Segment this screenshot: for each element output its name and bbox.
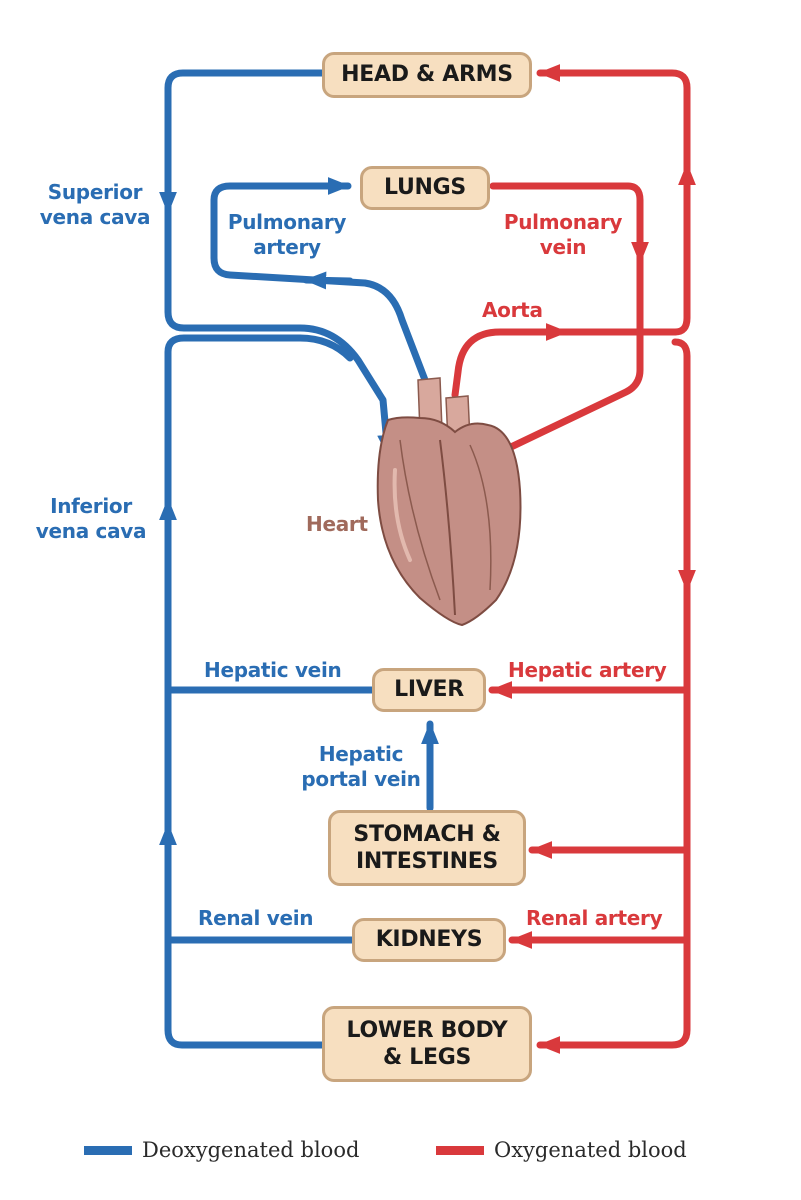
- superior-vena-cava-path: [164, 69, 396, 459]
- label-pulmonary-artery: Pulmonary artery: [218, 210, 356, 260]
- label-hepatic-portal-vein: Hepatic portal vein: [296, 742, 426, 792]
- label-hepatic-vein: Hepatic vein: [204, 658, 342, 683]
- label-inferior-line2: vena cava: [35, 519, 147, 543]
- organ-lower-body-legs: LOWER BODY & LEGS: [322, 1006, 532, 1082]
- inferior-vena-cava-path: [164, 334, 354, 1049]
- organ-stomach-label-line2: INTESTINES: [356, 849, 498, 874]
- artery-to-head-path: [536, 64, 691, 336]
- label-hepatic-portal-line1: Hepatic: [318, 742, 404, 766]
- legend-oxygenated: Oxygenated blood: [436, 1138, 687, 1162]
- label-hepatic-artery: Hepatic artery: [508, 658, 667, 683]
- organ-lungs-label: LUNGS: [384, 175, 466, 201]
- label-hepatic-artery-text: Hepatic artery: [508, 658, 667, 682]
- label-superior-vena-cava: Superior vena cava: [30, 180, 160, 230]
- label-pulmonary-vein-line2: vein: [539, 235, 587, 259]
- heart-illustration: [376, 377, 522, 627]
- label-superior-line2: vena cava: [39, 205, 151, 229]
- organ-lower-label-line2: & LEGS: [383, 1045, 471, 1070]
- label-heart: Heart: [306, 512, 368, 537]
- descending-aorta-path: [536, 338, 691, 1054]
- legend-deoxygenated-label: Deoxygenated blood: [142, 1138, 360, 1162]
- organ-lower-label-line1: LOWER BODY: [346, 1017, 508, 1043]
- label-renal-vein-text: Renal vein: [198, 906, 314, 930]
- legend-deoxygenated: Deoxygenated blood: [84, 1138, 359, 1162]
- pulmonary-vein-path: [484, 182, 644, 462]
- organ-head-arms-label: HEAD & ARMS: [341, 62, 513, 88]
- oxygenated-vessels: [451, 64, 696, 1054]
- label-heart-text: Heart: [306, 512, 368, 536]
- label-pulmonary-vein: Pulmonary vein: [494, 210, 632, 260]
- organ-head-arms: HEAD & ARMS: [322, 52, 532, 98]
- label-superior-line1: Superior: [47, 180, 143, 204]
- label-renal-artery: Renal artery: [526, 906, 663, 931]
- label-pulmonary-artery-line1: Pulmonary: [227, 210, 347, 234]
- label-pulmonary-artery-line2: artery: [253, 235, 321, 259]
- heart-chamber-line-3: [469, 444, 492, 591]
- label-aorta-text: Aorta: [482, 298, 543, 322]
- pulmonary-artery-arrow: [302, 271, 354, 290]
- deoxygenated-vessels: [159, 69, 439, 1049]
- heart-chamber-line-1: [439, 439, 456, 616]
- label-renal-vein: Renal vein: [198, 906, 314, 931]
- heart-chamber-line-2: [399, 439, 441, 601]
- organ-lungs: LUNGS: [360, 166, 490, 210]
- organ-liver: LIVER: [372, 668, 486, 712]
- label-aorta: Aorta: [482, 298, 543, 323]
- label-pulmonary-vein-line1: Pulmonary: [503, 210, 623, 234]
- organ-stomach-intestines: STOMACH & INTESTINES: [328, 810, 526, 886]
- legend-deoxygenated-swatch: [84, 1145, 132, 1155]
- label-hepatic-portal-line2: portal vein: [301, 767, 421, 791]
- organ-stomach-label-line1: STOMACH &: [353, 821, 501, 847]
- label-inferior-vena-cava: Inferior vena cava: [26, 494, 156, 544]
- aorta-path: [451, 328, 679, 399]
- legend-oxygenated-label: Oxygenated blood: [494, 1138, 687, 1162]
- label-inferior-line1: Inferior: [50, 494, 132, 518]
- label-renal-artery-text: Renal artery: [526, 906, 663, 930]
- organ-liver-label: LIVER: [394, 677, 464, 703]
- pulmonary-artery-path: [210, 177, 429, 384]
- label-hepatic-vein-text: Hepatic vein: [204, 658, 342, 682]
- heart-highlight: [392, 468, 412, 562]
- legend-oxygenated-swatch: [436, 1145, 484, 1155]
- organ-kidneys-label: KIDNEYS: [375, 927, 483, 953]
- organ-kidneys: KIDNEYS: [352, 918, 506, 962]
